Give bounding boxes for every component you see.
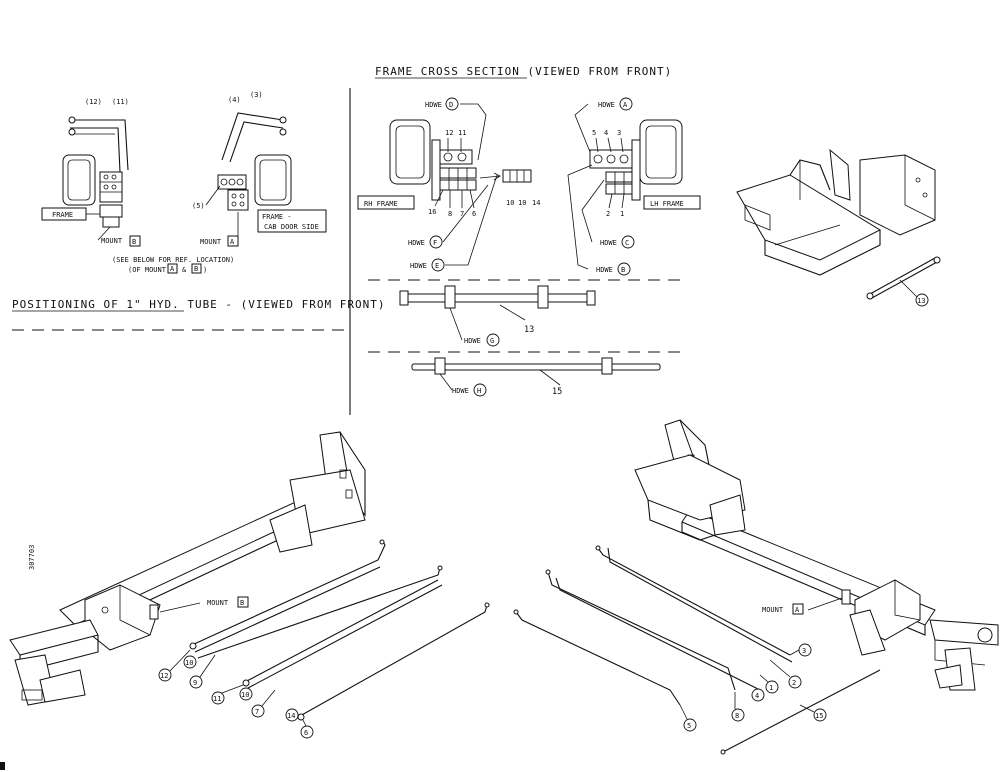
positioning-heading: POSITIONING OF 1" HYD. TUBE - (VIEWED FR… bbox=[12, 298, 386, 311]
corner-mark bbox=[0, 762, 5, 770]
mount-b-letter: B bbox=[132, 238, 136, 246]
mount-a-label: MOUNT bbox=[200, 238, 222, 246]
iso-frame-bottom-right: MOUNT A 3 2 1 4 8 5 15 bbox=[513, 419, 999, 755]
hdwe-d-letter: D bbox=[449, 101, 453, 109]
iso-left-callout-14: 14 bbox=[287, 712, 295, 720]
rh-num-11: 11 bbox=[458, 129, 466, 137]
iso-left-callout-6: 6 bbox=[304, 729, 308, 737]
callout-11-top: (11) bbox=[112, 98, 129, 106]
iso-mount-b-label: MOUNT bbox=[207, 599, 229, 607]
see-below-mount-b: B bbox=[194, 265, 198, 273]
iso-frame-bottom-left: MOUNT B 12 10 9 11 10 7 14 6 bbox=[9, 431, 490, 739]
iso-left-callout-9: 9 bbox=[193, 679, 197, 687]
frame-cross-section-heading: FRAME CROSS SECTION (VIEWED FROM FRONT) bbox=[375, 65, 672, 78]
hdwe-e-prefix: HDWE bbox=[410, 262, 427, 270]
mid-num-10a: 10 bbox=[506, 199, 514, 207]
tube-15: HDWE H 15 bbox=[411, 357, 661, 397]
drawing-number: 307703 bbox=[28, 545, 36, 570]
hdwe-callouts: HDWE D HDWE A HDWE F HDWE C HDWE E HDWE … bbox=[408, 97, 635, 276]
mid-num-14: 14 bbox=[532, 199, 540, 207]
frame-cab-door-line1: FRAME - bbox=[262, 213, 292, 221]
hdwe-g-prefix: HDWE bbox=[464, 337, 481, 345]
lh-frame-label: LH FRAME bbox=[650, 200, 684, 208]
rh-frame-section: 12 11 RH FRAME 16 8 7 6 bbox=[357, 119, 477, 218]
iso-mount-b-letter: B bbox=[240, 599, 244, 607]
iso-right-callout-15: 15 bbox=[815, 712, 823, 720]
hdwe-c-letter: C bbox=[625, 239, 629, 247]
lh-num-4: 4 bbox=[604, 129, 608, 137]
see-below-amp: & bbox=[182, 266, 187, 274]
hdwe-a-letter: A bbox=[623, 101, 628, 109]
iso-right-callout-3: 3 bbox=[802, 647, 806, 655]
hdwe-b-prefix: HDWE bbox=[596, 266, 613, 274]
iso-right-callout-2a: 2 bbox=[792, 679, 796, 687]
lh-num-5: 5 bbox=[592, 129, 596, 137]
lh-num-2: 2 bbox=[606, 210, 610, 218]
iso-callout-13: 13 bbox=[917, 297, 925, 305]
hdwe-e-letter: E bbox=[435, 262, 439, 270]
iso-right-callout-5: 5 bbox=[687, 722, 691, 730]
iso-left-callout-7: 7 bbox=[255, 708, 259, 716]
iso-mount-a-label: MOUNT bbox=[762, 606, 784, 614]
see-below-line1: (SEE BELOW FOR REF. LOCATION) bbox=[112, 256, 234, 264]
see-below-line2-a: (OF MOUNT bbox=[128, 266, 167, 274]
lh-num-3: 3 bbox=[617, 129, 621, 137]
iso-left-callout-10a: 10 bbox=[185, 659, 193, 667]
tube-13-label: 13 bbox=[524, 325, 534, 335]
lh-frame-box bbox=[643, 195, 701, 210]
left-detail-rh: (12) (11) FRAME MOUNT B bbox=[41, 98, 141, 247]
see-below-line2-c: ) bbox=[203, 266, 207, 274]
rh-num-16: 16 bbox=[428, 208, 436, 216]
frame-cab-door-box bbox=[257, 209, 327, 233]
iso-left-callout-12: 12 bbox=[160, 672, 168, 680]
tube-15-label: 15 bbox=[552, 387, 562, 397]
hdwe-g-letter: G bbox=[490, 337, 494, 345]
mid-num-10b: 10 bbox=[518, 199, 526, 207]
rh-num-7: 7 bbox=[460, 210, 464, 218]
hdwe-f-letter: F bbox=[433, 239, 437, 247]
mount-a-letter: A bbox=[230, 238, 235, 246]
rh-num-6: 6 bbox=[472, 210, 476, 218]
hdwe-f-prefix: HDWE bbox=[408, 239, 425, 247]
iso-frame-top-right: 13 bbox=[736, 148, 941, 307]
hdwe-h-prefix: HDWE bbox=[452, 387, 469, 395]
middle-clamp: 10 10 14 bbox=[479, 169, 540, 207]
callout-4-top: (4) bbox=[228, 96, 241, 104]
rh-frame-box bbox=[357, 195, 415, 210]
iso-right-callout-4: 4 bbox=[755, 692, 759, 700]
callout-5: (5) bbox=[192, 202, 205, 210]
iso-right-callout-1: 1 bbox=[769, 684, 773, 692]
callout-3-top: (3) bbox=[250, 91, 263, 99]
left-detail-lh: (4) (3) (5) FRAME - CAB DOOR SIDE MOUNT … bbox=[192, 91, 327, 247]
lh-frame-section: 5 4 3 2 1 LH FRAME bbox=[589, 119, 701, 218]
frame-label: FRAME bbox=[52, 211, 73, 219]
lh-num-1: 1 bbox=[620, 210, 624, 218]
mount-b-label: MOUNT bbox=[101, 237, 123, 245]
tube-13: HDWE G 13 bbox=[399, 285, 596, 347]
see-below-mount-a: A bbox=[170, 265, 175, 273]
iso-mount-a-letter: A bbox=[795, 606, 800, 614]
iso-left-callout-11: 11 bbox=[213, 695, 221, 703]
callout-12-top: (12) bbox=[85, 98, 102, 106]
rh-frame-label: RH FRAME bbox=[364, 200, 398, 208]
rh-num-8: 8 bbox=[448, 210, 452, 218]
hdwe-a-prefix: HDWE bbox=[598, 101, 615, 109]
iso-left-callout-10b: 10 bbox=[241, 691, 249, 699]
hdwe-h-letter: H bbox=[477, 387, 481, 395]
iso-right-callout-8: 8 bbox=[735, 712, 739, 720]
hdwe-d-prefix: HDWE bbox=[425, 101, 442, 109]
hdwe-c-prefix: HDWE bbox=[600, 239, 617, 247]
rh-num-12: 12 bbox=[445, 129, 453, 137]
hdwe-b-letter: B bbox=[621, 266, 625, 274]
frame-cab-door-line2: CAB DOOR SIDE bbox=[264, 223, 319, 231]
